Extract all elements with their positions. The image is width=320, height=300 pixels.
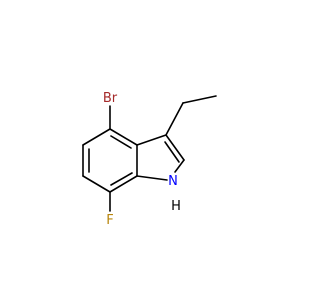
bromine-atom-label: Br xyxy=(103,91,118,106)
bond-c6-c7 xyxy=(82,175,111,193)
bond-c3-c2 xyxy=(165,134,185,161)
bond-c3a-c3 xyxy=(136,134,167,146)
fluorine-atom-label: F xyxy=(106,213,113,228)
bond-n1-c7a xyxy=(136,175,168,181)
bond-c3a-c4-inner xyxy=(110,135,132,149)
bond-c3-ch2 xyxy=(165,102,184,136)
bond-c7-c7a xyxy=(109,175,138,193)
bond-c3a-c4 xyxy=(109,128,138,146)
bond-c3-c2-inner xyxy=(164,141,180,163)
bond-c2-n1 xyxy=(174,159,185,173)
hydrogen-atom-label: H xyxy=(171,199,181,214)
molecule-structure: Br F N H xyxy=(82,91,217,228)
nitrogen-atom-label: N xyxy=(168,174,178,189)
bond-c7-c7a-inner xyxy=(110,172,133,186)
bond-ch2-ch3 xyxy=(182,95,217,104)
bond-c4-c5 xyxy=(82,128,111,146)
